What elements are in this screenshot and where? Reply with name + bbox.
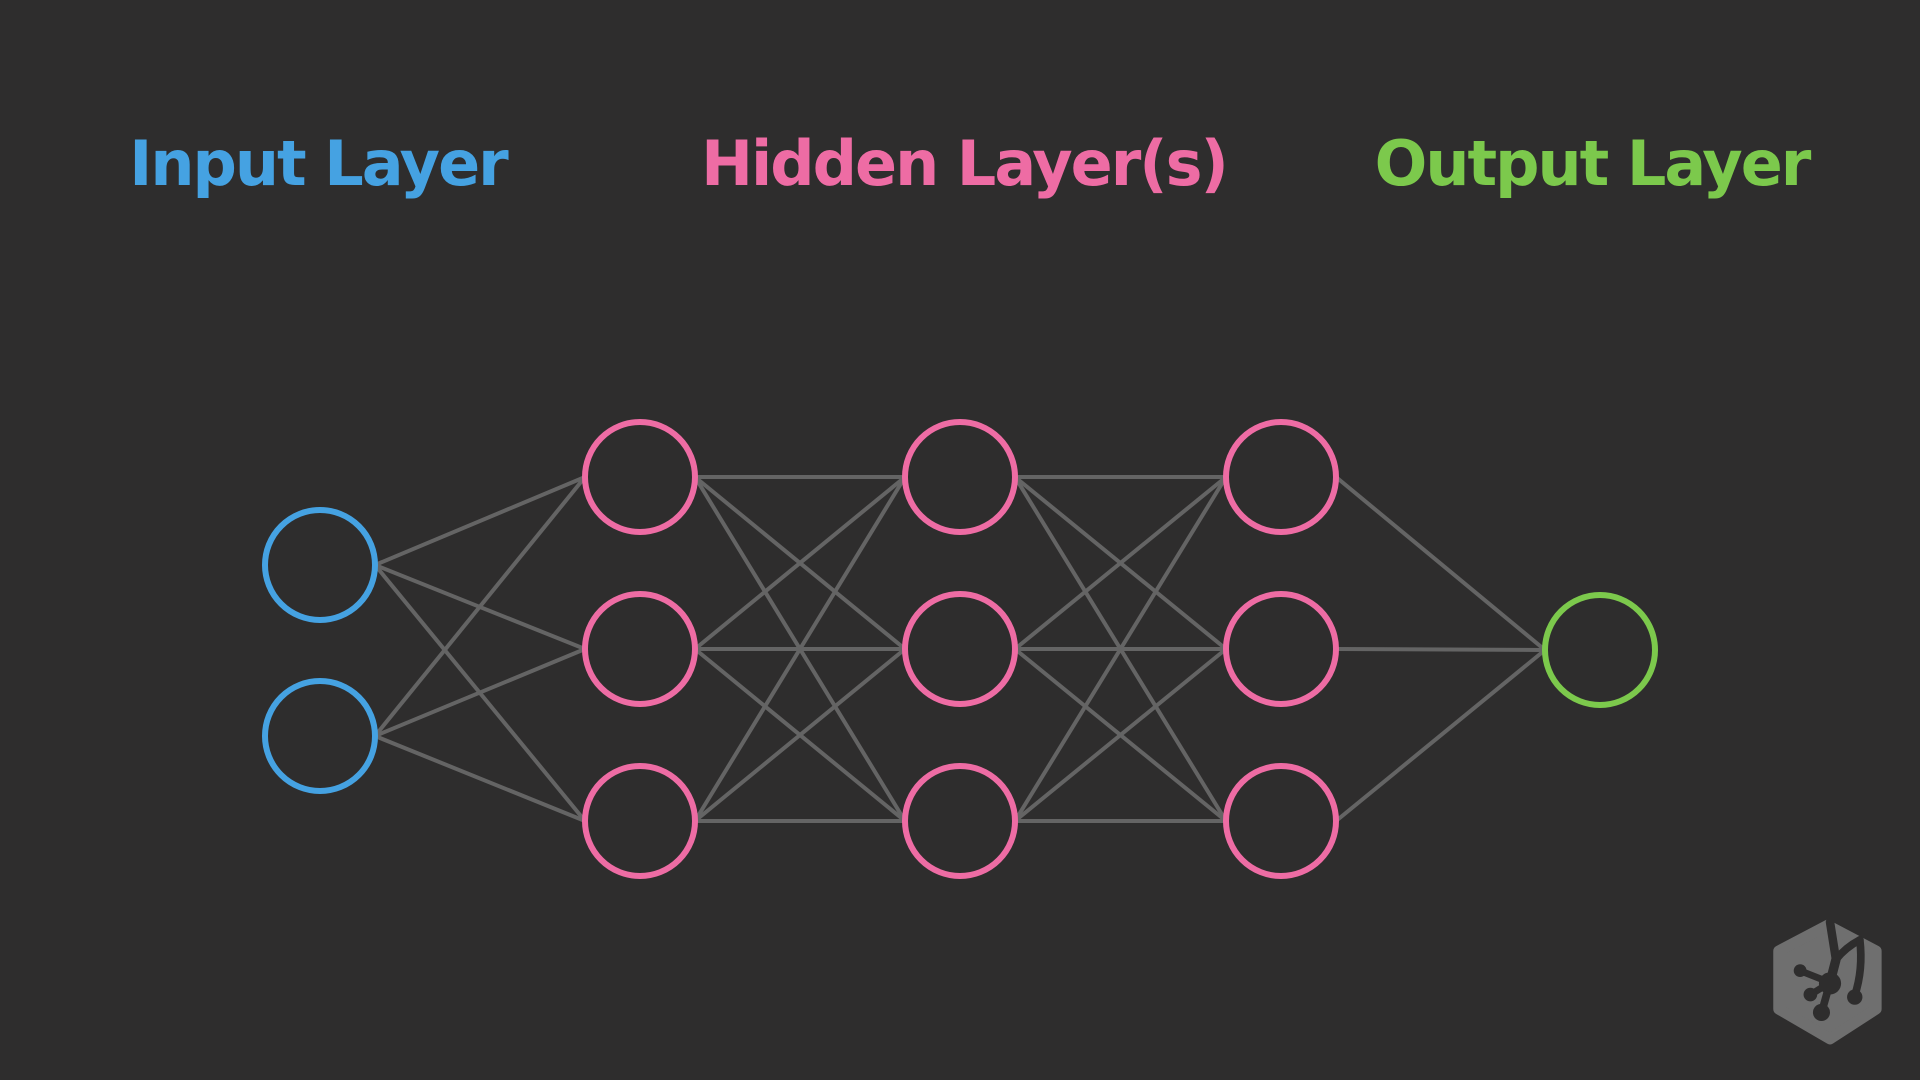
- hidden-layer-1-node-2: [582, 591, 698, 707]
- edge-hidden-layer-2-to-hidden-layer-3: [1013, 475, 1228, 651]
- hidden-layer-1-node-1: [582, 419, 698, 535]
- edge-hidden-layer-1-to-hidden-layer-2: [693, 647, 907, 823]
- output-layer-label: Output Layer: [1374, 127, 1812, 200]
- edge-input-layer-to-hidden-layer-1: [374, 647, 586, 738]
- hidden-layer-3-node-3: [1223, 763, 1339, 879]
- frog-footprint-cutout: [1793, 917, 1865, 1021]
- edges-group: [373, 475, 1547, 823]
- hidden-layer-3-node-1: [1223, 419, 1339, 535]
- hidden-layer-label: Hidden Layer(s): [701, 127, 1229, 200]
- hexagon-footprint-logo-icon: [1773, 917, 1882, 1045]
- input-layer-node-2: [262, 678, 378, 794]
- edge-hidden-layer-2-to-hidden-layer-3: [1013, 647, 1228, 823]
- edge-hidden-layer-3-to-output-layer: [1334, 475, 1547, 652]
- hidden-layer-2-node-1: [902, 419, 1018, 535]
- nodes-group: [262, 419, 1658, 879]
- input-layer-node-1: [262, 507, 378, 623]
- hidden-layer-1-node-3: [582, 763, 698, 879]
- edge-hidden-layer-1-to-hidden-layer-2: [693, 475, 907, 823]
- hidden-layer-2-node-3: [902, 763, 1018, 879]
- output-layer-node-1: [1542, 592, 1658, 708]
- hidden-layer-3-node-2: [1223, 591, 1339, 707]
- input-layer-label: Input Layer: [129, 127, 508, 200]
- edge-input-layer-to-hidden-layer-1: [374, 475, 586, 567]
- edge-input-layer-to-hidden-layer-1: [373, 475, 587, 738]
- edge-hidden-layer-2-to-hidden-layer-3: [1013, 475, 1228, 823]
- edge-hidden-layer-1-to-hidden-layer-2: [693, 475, 907, 651]
- edge-hidden-layer-3-to-output-layer: [1335, 647, 1546, 652]
- edge-input-layer-to-hidden-layer-1: [374, 734, 586, 823]
- edge-hidden-layer-3-to-output-layer: [1334, 648, 1547, 823]
- hidden-layer-2-node-2: [902, 591, 1018, 707]
